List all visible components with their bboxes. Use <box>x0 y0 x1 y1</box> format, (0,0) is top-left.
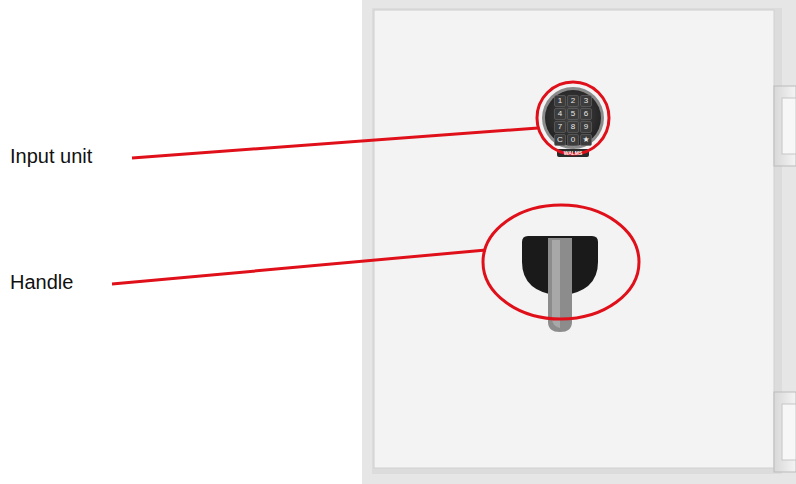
key-button <box>568 122 579 133</box>
callout-label: Input unit <box>10 146 92 166</box>
key-label: 5 <box>568 110 579 118</box>
key-label: 2 <box>568 97 579 105</box>
key-button <box>581 96 592 107</box>
safe-body <box>362 0 796 484</box>
key-label: 4 <box>555 110 566 118</box>
key-button <box>555 135 566 146</box>
key-label: 1 <box>555 97 566 105</box>
key-button <box>581 135 592 146</box>
safe-door <box>374 10 774 468</box>
leader-line <box>112 250 486 284</box>
hinge <box>782 404 796 460</box>
hinge <box>774 86 796 166</box>
keypad-bezel <box>542 87 604 149</box>
key-label: 0 <box>568 136 579 144</box>
key-button <box>555 122 566 133</box>
handle-highlight <box>552 240 560 328</box>
leader-line <box>132 128 538 158</box>
key-button <box>555 109 566 120</box>
door-shadow <box>372 8 782 474</box>
key-label: ★ <box>581 136 592 144</box>
callout-label: Handle <box>10 272 73 292</box>
callout-circle <box>537 82 609 154</box>
brand-label: WALMS <box>558 151 588 156</box>
key-button <box>568 109 579 120</box>
key-button <box>581 122 592 133</box>
hinge <box>774 392 796 472</box>
key-label: 7 <box>555 123 566 131</box>
callout-circle <box>483 205 639 319</box>
keypad-keys <box>555 96 592 146</box>
key-label: 8 <box>568 123 579 131</box>
key-label: 3 <box>581 97 592 105</box>
keypad <box>545 90 601 146</box>
key-label: 6 <box>581 110 592 118</box>
hinge <box>782 98 796 154</box>
key-button <box>581 109 592 120</box>
key-label: 9 <box>581 123 592 131</box>
key-label: C <box>555 136 566 144</box>
key-button <box>568 96 579 107</box>
key-button <box>555 96 566 107</box>
key-button <box>568 135 579 146</box>
